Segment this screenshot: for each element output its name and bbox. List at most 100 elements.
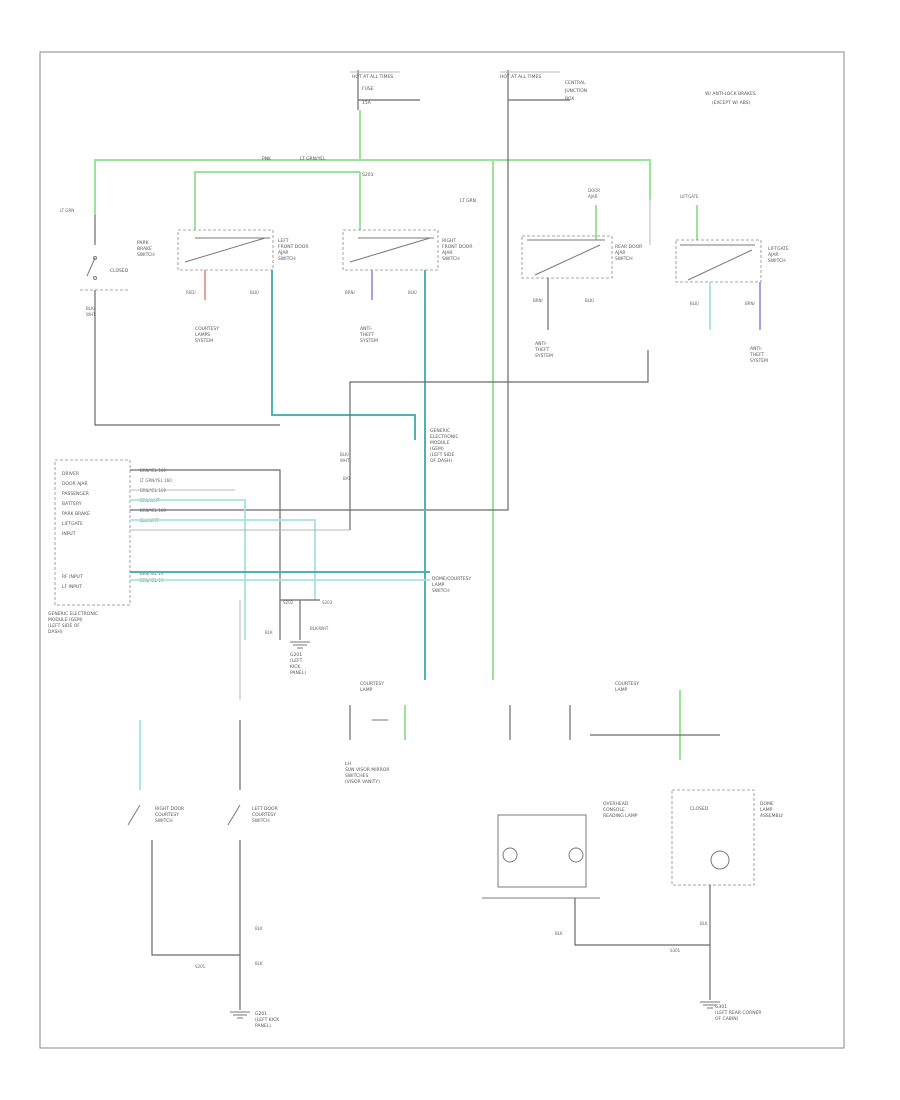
courtesy-lamp-center: COURTESY LAMP LH SUN VISOR MIRROR SWITCH… [345,681,406,785]
label-bus-2: LT GRN/YEL [300,156,326,162]
wire-teal-left-door [271,270,416,440]
svg-text:SYSTEM: SYSTEM [360,338,378,344]
svg-text:WHT: WHT [86,312,96,317]
svg-text:INPUT: INPUT [62,531,76,537]
courtesy-lamps-bottom-right: COURTESY LAMP OVERHEAD CONSOLE READING L… [482,681,784,1022]
svg-text:COURTESY: COURTESY [195,326,219,332]
svg-text:S202: S202 [283,600,294,605]
svg-text:LAMP: LAMP [360,687,373,693]
rear-door-switch-right: LIFTGATE AJAR SWITCH LIFTGATE BLK/ BRN/ … [675,194,789,364]
svg-text:JUNCTION: JUNCTION [564,88,587,94]
svg-text:PANEL): PANEL) [290,670,306,676]
wire-dark-right-fuse [130,115,509,511]
svg-text:LEFT DOOR: LEFT DOOR [252,806,278,812]
svg-text:AJAR: AJAR [588,194,598,199]
svg-text:SYSTEM: SYSTEM [195,338,213,344]
fuse-block-top-left: HOT AT ALL TIMES FUSE 15A [350,70,420,110]
svg-text:GENERIC: GENERIC [430,428,450,434]
svg-text:RIGHT DOOR: RIGHT DOOR [155,806,184,812]
svg-text:LAMP: LAMP [615,687,628,693]
svg-text:THEFT: THEFT [359,332,374,338]
svg-text:SYSTEM: SYSTEM [750,358,768,364]
svg-text:PASSENGER: PASSENGER [62,491,89,497]
svg-text:MODULE (GEM): MODULE (GEM) [48,617,83,623]
svg-text:BRN/: BRN/ [533,298,544,303]
svg-text:BLK/WHT: BLK/WHT [310,626,329,631]
svg-text:SWITCH: SWITCH [278,256,296,262]
ground-symbol-bottom-right [700,1001,720,1009]
svg-text:BLK: BLK [700,921,708,926]
svg-text:COURTESY: COURTESY [615,681,639,687]
svg-text:SWITCH: SWITCH [252,818,270,824]
label-green-drop: LT GRN [460,198,476,204]
svg-text:AJAR: AJAR [768,252,779,258]
svg-text:FRONT DOOR: FRONT DOOR [442,244,472,250]
svg-text:SYSTEM: SYSTEM [535,353,553,359]
wire-conn-4 [130,519,316,600]
svg-text:BRN/YEL 169: BRN/YEL 169 [140,508,166,513]
svg-text:CLOSED: CLOSED [690,806,709,812]
legend-note: W/ ANTI-LOCK BRAKES [705,91,756,97]
label-splice: S201 [362,172,374,178]
svg-text:BOX: BOX [565,96,574,102]
svg-text:G201: G201 [255,1011,267,1017]
svg-text:DOOR AJAR: DOOR AJAR [62,481,88,487]
svg-text:LIFTGATE: LIFTGATE [680,194,699,199]
svg-text:AJAR: AJAR [442,250,453,256]
svg-text:FRONT DOOR: FRONT DOOR [278,244,308,250]
ground-mid: S202 S203 BLK BLK/WHT G201 (LEFT KICK PA… [265,599,333,676]
svg-text:OVERHEAD: OVERHEAD [603,801,629,807]
svg-text:HOT AT ALL TIMES: HOT AT ALL TIMES [500,74,541,80]
door-switch-left: LEFT FRONT DOOR AJAR SWITCH RED/ BLK/ CO… [177,229,308,344]
svg-text:BLK/: BLK/ [690,301,700,306]
door-lamps-bottom-left: RIGHT DOOR COURTESY SWITCH LEFT DOOR COU… [127,720,280,1029]
svg-text:OF CABIN): OF CABIN) [715,1016,739,1022]
svg-text:(GEM): (GEM) [430,446,444,452]
svg-text:SWITCHES: SWITCHES [345,773,368,779]
svg-text:LIFTGATE: LIFTGATE [768,246,789,252]
svg-text:15A: 15A [362,100,372,106]
svg-text:REAR DOOR: REAR DOOR [615,244,642,250]
ground-symbol-bottom-left [230,1011,250,1019]
svg-text:READING LAMP: READING LAMP [603,813,638,819]
diagram-frame [39,51,845,1049]
svg-text:COURTESY: COURTESY [155,812,179,818]
svg-text:ANTI-: ANTI- [535,341,548,347]
svg-text:BLK/: BLK/ [585,298,595,303]
svg-text:(LEFT: (LEFT [290,658,303,664]
fuse-block-top-right: HOT AT ALL TIMES CENTRAL JUNCTION BOX [500,70,587,115]
svg-text:RIGHT: RIGHT [442,238,456,244]
svg-text:PARK: PARK [137,240,150,246]
label-bus: PNK [262,156,272,162]
svg-text:LEFT: LEFT [278,238,289,244]
svg-text:GENERIC ELECTRONIC: GENERIC ELECTRONIC [48,611,98,617]
wire-green-bus [94,159,651,215]
wire-green-left-switch [194,171,360,230]
svg-text:LT GRN: LT GRN [60,208,74,213]
door-switch-right: RIGHT FRONT DOOR AJAR SWITCH BRN/ BLK/ A… [342,229,472,344]
svg-text:CLOSED: CLOSED [110,268,129,274]
svg-text:(LEFT REAR CORNER: (LEFT REAR CORNER [715,1010,762,1016]
svg-text:BLK/: BLK/ [250,290,260,295]
svg-text:BLK: BLK [255,961,263,966]
svg-text:SWITCH: SWITCH [615,256,633,262]
svg-text:BAT: BAT [343,476,351,481]
svg-text:AJAR: AJAR [615,250,626,256]
legend-note-2: (EXCEPT W/ ABS) [712,100,751,106]
svg-text:LIFTGATE: LIFTGATE [62,521,83,527]
svg-text:ASSEMBLY: ASSEMBLY [760,813,784,819]
svg-text:BLK/: BLK/ [408,290,418,295]
svg-text:COURTESY: COURTESY [252,812,276,818]
svg-text:SWITCH: SWITCH [442,256,460,262]
svg-text:DRIVER: DRIVER [62,471,79,477]
svg-text:ELECTRONIC: ELECTRONIC [430,434,459,440]
svg-text:(LEFT KICK: (LEFT KICK [255,1017,280,1023]
svg-text:THEFT: THEFT [749,352,764,358]
svg-text:OF DASH): OF DASH) [430,458,452,464]
svg-text:SWITCH: SWITCH [155,818,173,824]
label-dome-switch: DOME/COURTESY [432,576,471,582]
svg-text:KICK: KICK [290,664,301,670]
svg-text:DOME: DOME [760,801,774,807]
svg-text:BLK/: BLK/ [340,452,350,457]
svg-text:DOOR: DOOR [588,188,600,193]
